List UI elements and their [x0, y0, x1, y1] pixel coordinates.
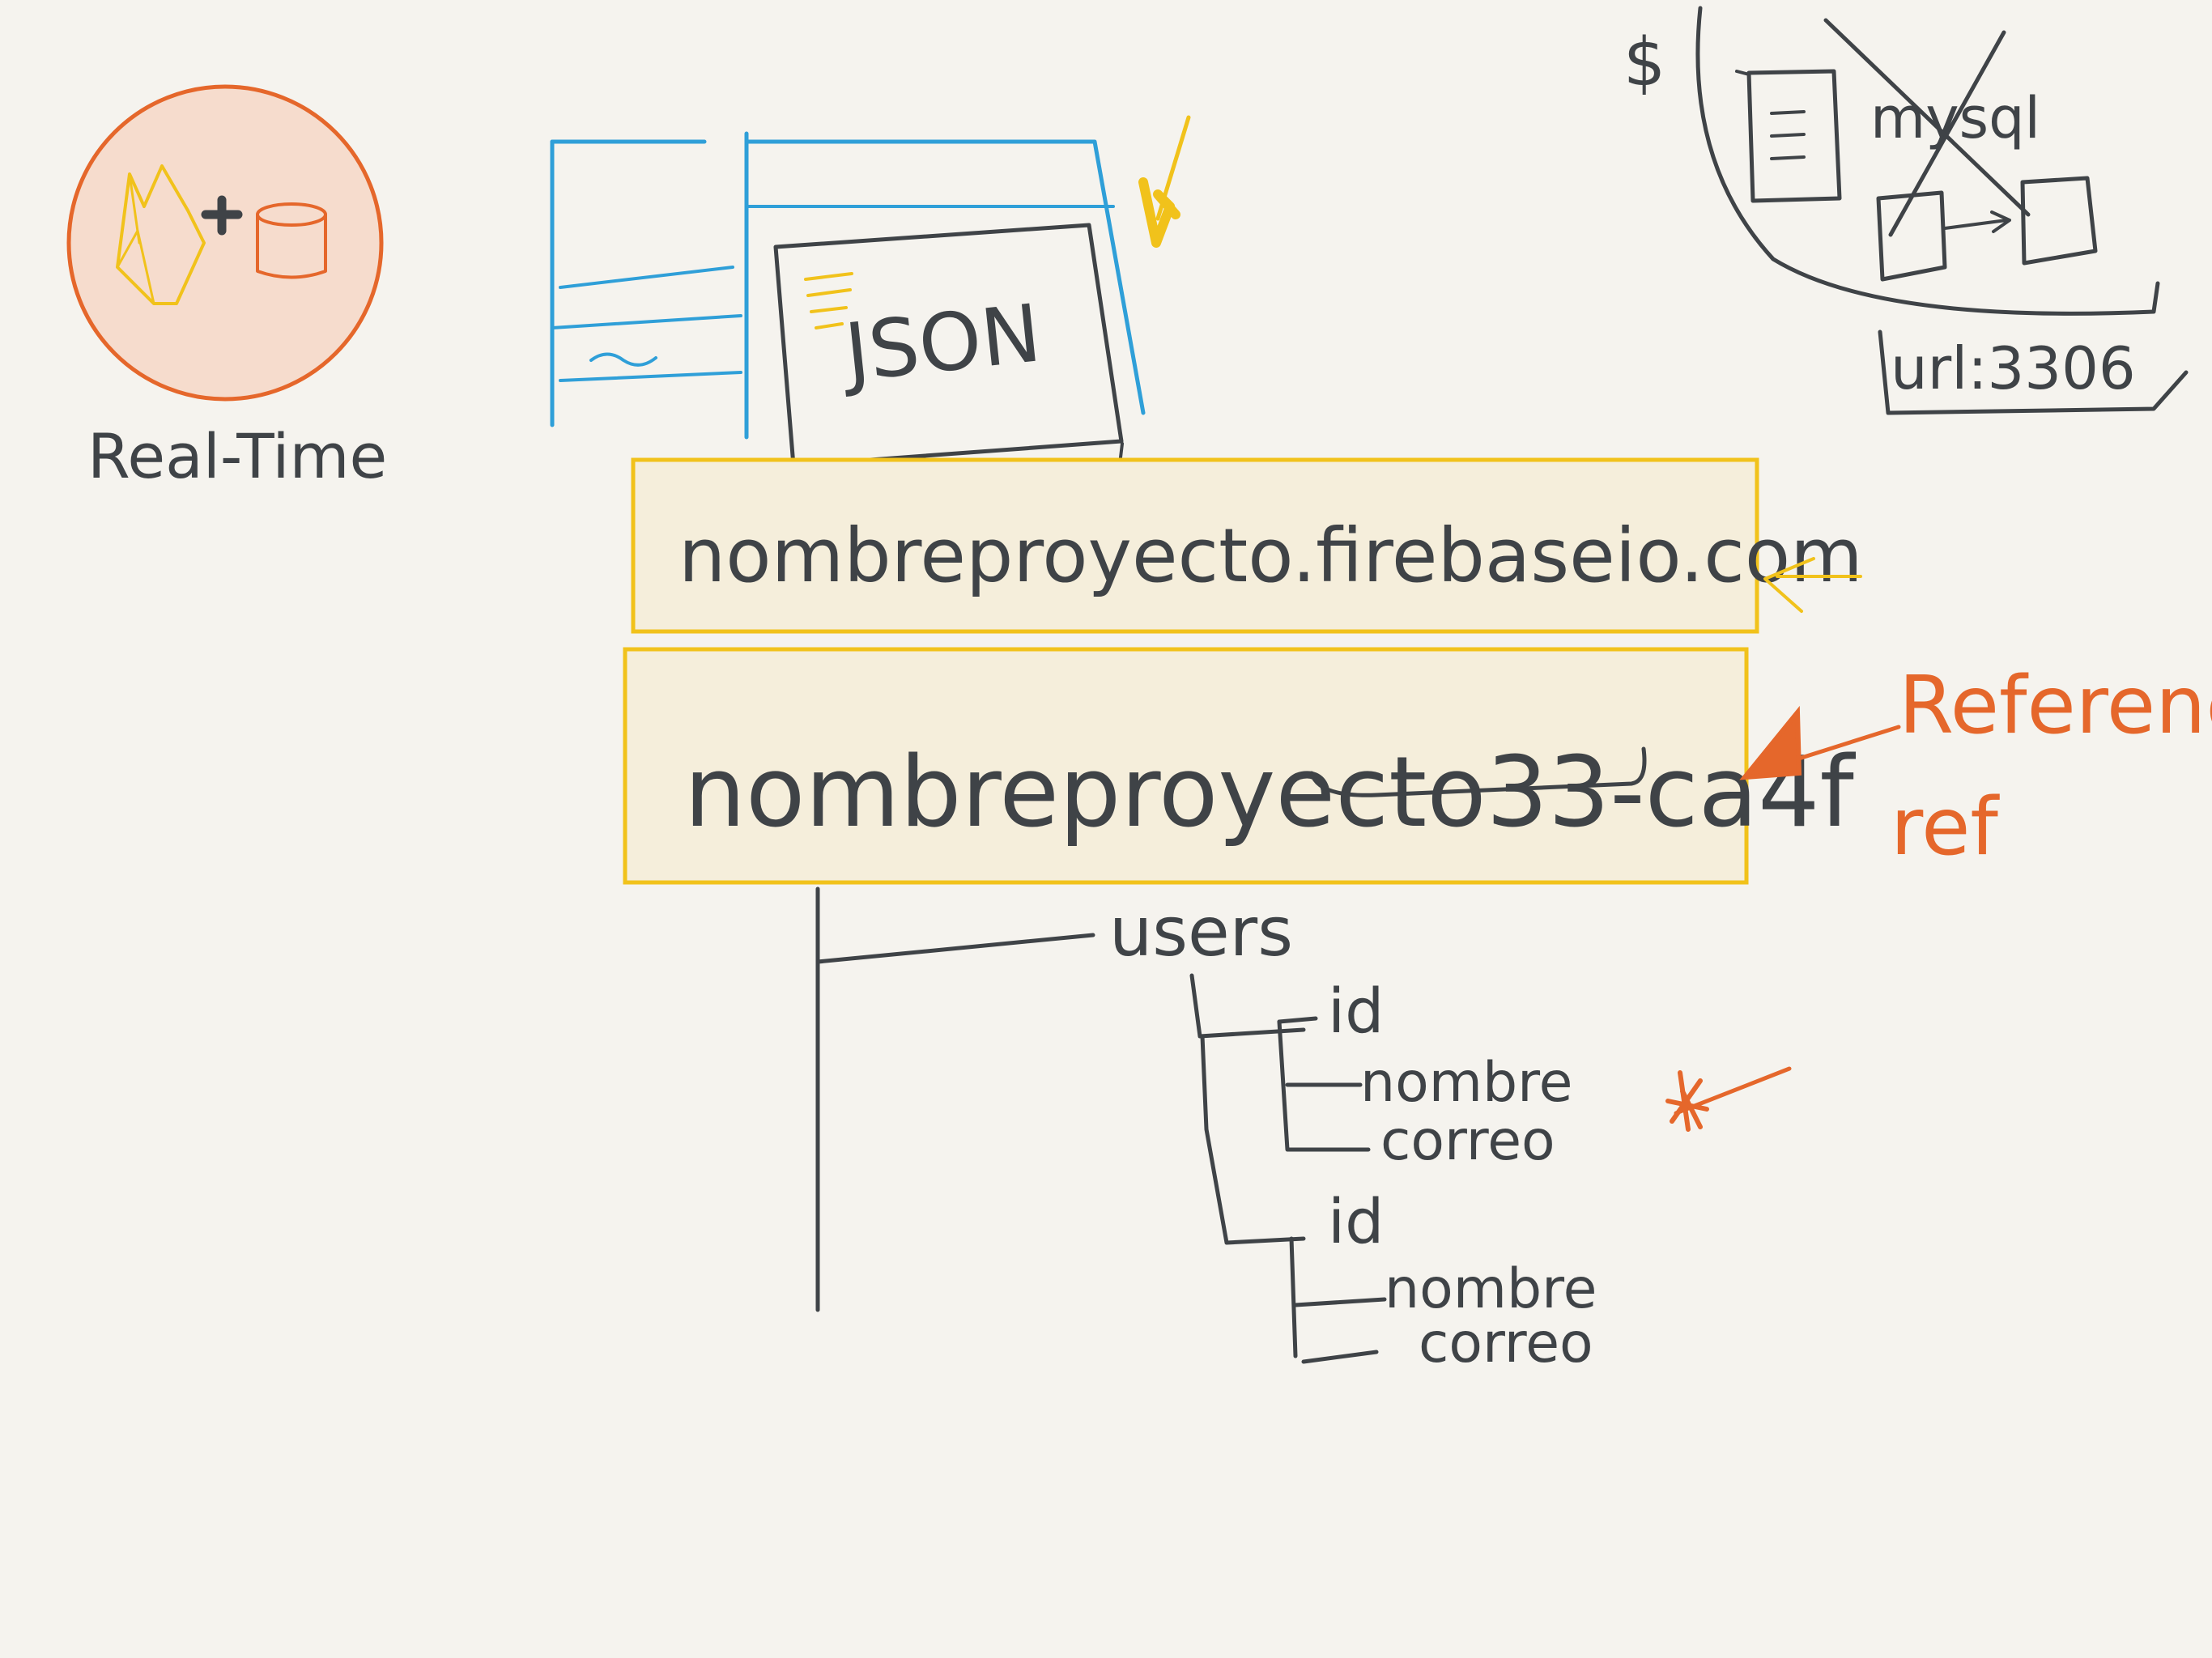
tree-child-1-key: id	[1328, 975, 1384, 1047]
tree-child-2-field-1: nombre	[1385, 1257, 1597, 1321]
ref-box-frame	[623, 647, 1749, 885]
host-box-frame	[631, 457, 1759, 634]
mysql-sketch: $ mysql url:3306	[1623, 6, 2189, 415]
database-icon	[256, 202, 327, 279]
json-label: JSON	[836, 287, 1045, 400]
ref-label: ref	[1891, 781, 2000, 874]
realtime-badge: Real-Time	[66, 84, 387, 492]
realtime-circle	[66, 84, 384, 402]
flame-icon	[116, 164, 206, 305]
dollar-label: $	[1623, 24, 1665, 101]
data-tree: users id nombre correo id nombre correo	[815, 886, 1597, 1375]
ref-box-label: nombreproyecto33-ca4f	[684, 737, 1857, 849]
tree-child-1-field-1: nombre	[1360, 1051, 1572, 1115]
realtime-label: Real-Time	[87, 420, 387, 492]
plus-icon	[201, 195, 243, 236]
blue-table-sketch	[550, 131, 1146, 440]
referencia-annotation: Referencia ref	[1739, 660, 2212, 874]
star-scribble	[1665, 1066, 1792, 1132]
ref-box: nombreproyecto33-ca4f	[623, 647, 1857, 885]
document-icon: JSON	[773, 223, 1124, 491]
url-label: url:3306	[1891, 334, 2136, 402]
check-scribble	[1138, 115, 1191, 248]
tree-child-2-key: id	[1328, 1185, 1384, 1257]
referencia-label: Referencia	[1899, 660, 2212, 752]
host-box-label: nombreproyecto.firebaseio.com	[678, 512, 1863, 599]
host-box: nombreproyecto.firebaseio.com	[631, 457, 1863, 634]
tree-root-label: users	[1109, 892, 1293, 971]
host-arrow	[1763, 557, 1862, 613]
tree-child-2-field-2: correo	[1419, 1312, 1593, 1375]
tree-child-1-field-2: correo	[1380, 1109, 1555, 1173]
